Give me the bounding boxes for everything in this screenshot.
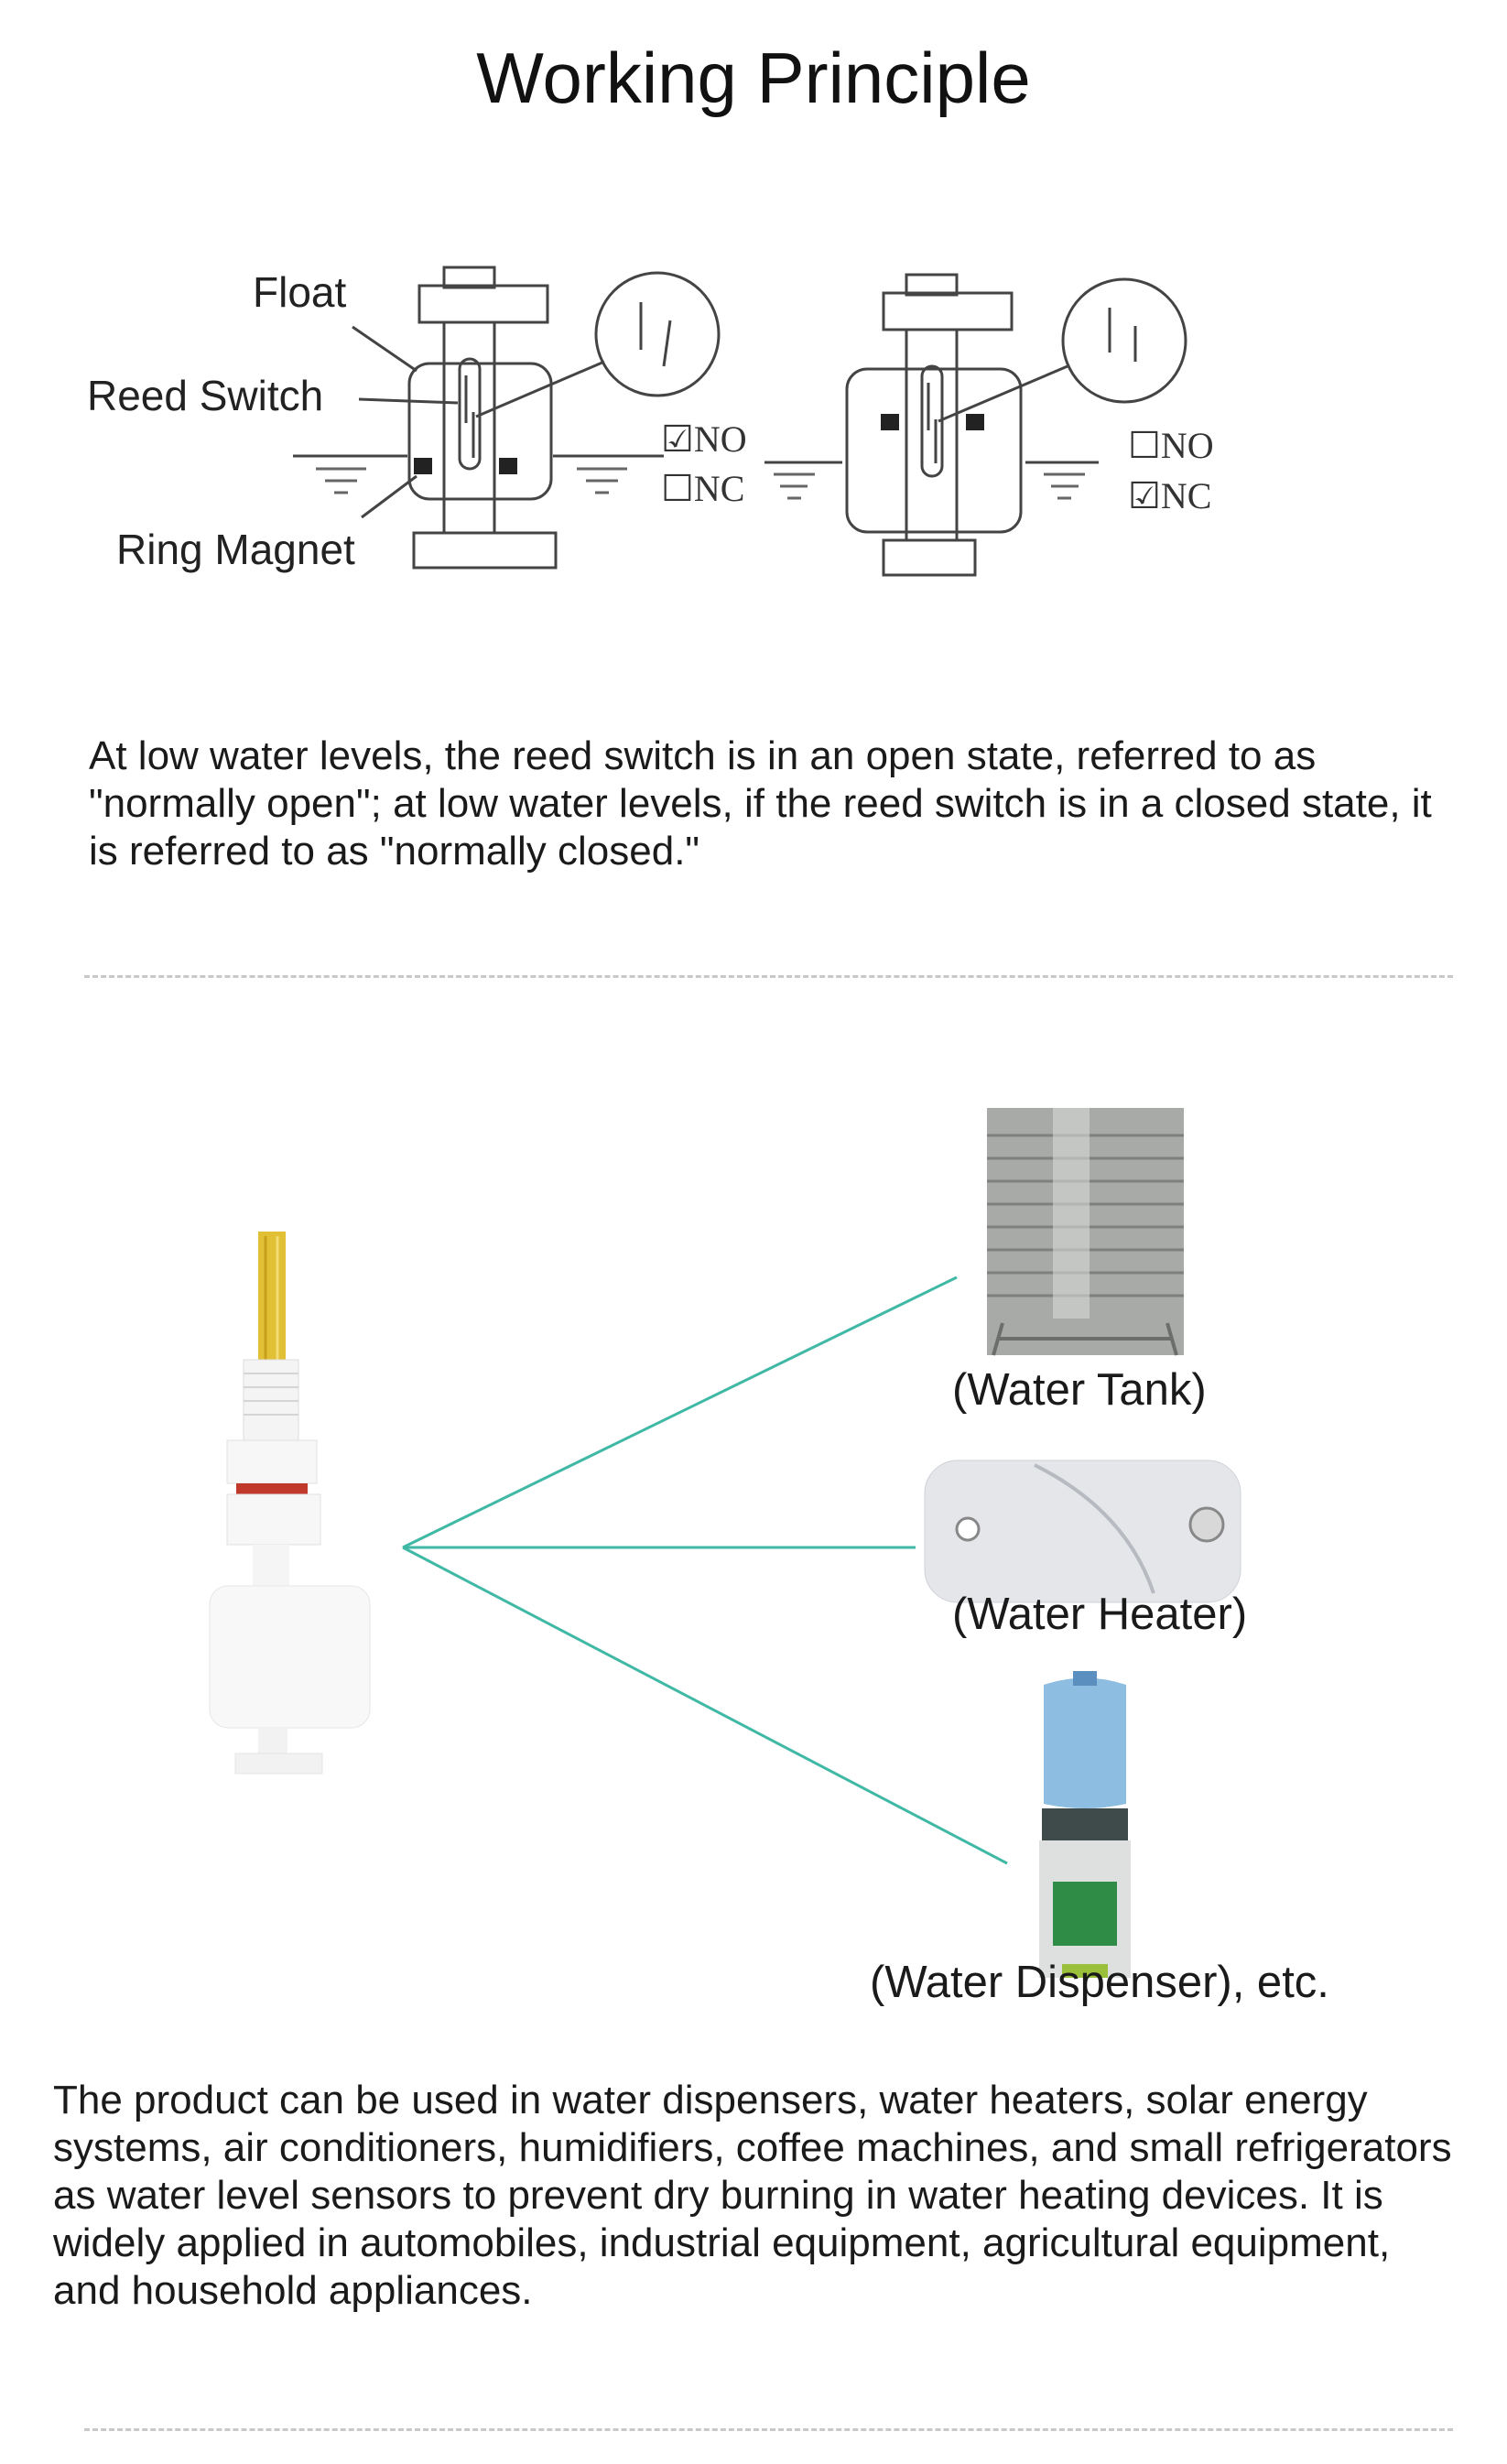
float-body-right [845, 367, 1023, 534]
ring-magnet-left-a [414, 458, 432, 474]
stem-left [442, 320, 496, 535]
reed-switch-right [920, 364, 944, 478]
section-divider [84, 975, 1453, 978]
right-no-option: ☐NO [1128, 425, 1214, 466]
principle-description: At low water levels, the reed switch is … [89, 733, 1432, 874]
top-cap-right [905, 273, 959, 297]
empty-box-icon: ☐ [661, 468, 694, 509]
water-heater-caption: (Water Heater) [952, 1590, 1248, 1639]
reed-switch-label: Reed Switch [87, 372, 324, 419]
water-heater-photo [924, 1460, 1241, 1603]
top-nut-left [417, 284, 549, 324]
checked-box-icon: ☑ [1128, 475, 1161, 516]
water-dispenser-caption: (Water Dispenser), etc. [870, 1958, 1329, 2007]
float-switch-diagram [293, 266, 1187, 577]
water-tank-photo [987, 1108, 1184, 1356]
reed-switch-left [458, 357, 482, 471]
ring-magnet-label: Ring Magnet [116, 526, 355, 573]
top-nut-right [882, 291, 1014, 331]
float-label: Float [253, 268, 347, 316]
water-dispenser-photo [1039, 1671, 1131, 1978]
bottom-nut-right [882, 538, 977, 577]
ring-magnet-right-a [881, 414, 899, 430]
float-switch-product-photo [209, 1232, 371, 1775]
stem-right [905, 328, 959, 542]
top-cap-left [442, 266, 496, 289]
left-nc-option: ☐NC [661, 468, 745, 509]
ring-magnet-left-b [499, 458, 517, 474]
magnifier-left [594, 271, 721, 397]
magnifier-right [1061, 277, 1187, 404]
float-body-left [407, 362, 553, 501]
ring-magnet-right-b [966, 414, 984, 430]
bottom-divider [84, 2428, 1453, 2431]
right-nc-option: ☑NC [1128, 475, 1212, 516]
empty-box-icon: ☐ [1128, 425, 1161, 466]
bottom-nut-left [412, 531, 558, 570]
usage-description: The product can be used in water dispens… [53, 2078, 1452, 2313]
checked-box-icon: ☑ [661, 418, 694, 460]
left-no-option: ☑NO [661, 418, 747, 460]
applications-illustration [209, 1108, 1241, 1978]
connector-lines [402, 1275, 1008, 1865]
page-title: Working Principle [476, 38, 1031, 118]
water-tank-caption: (Water Tank) [952, 1365, 1207, 1415]
